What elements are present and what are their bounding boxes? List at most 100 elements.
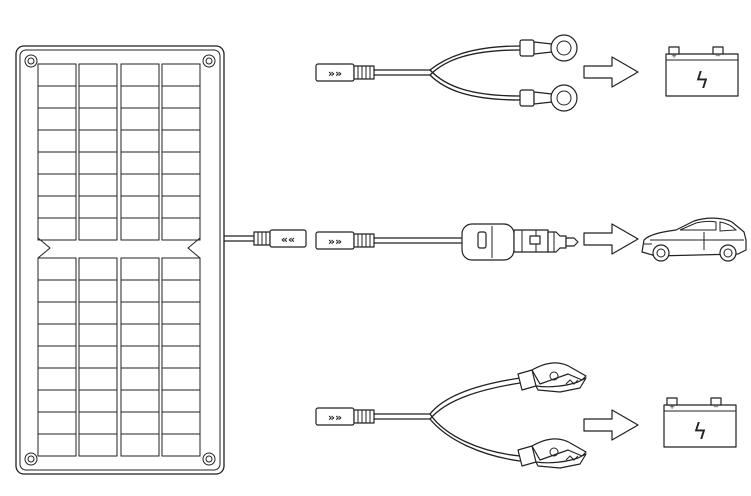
sae-connector-icon: »»	[315, 231, 375, 250]
battery-icon: + − ϟ	[665, 46, 739, 97]
solar-cell	[161, 257, 201, 281]
panel-outer-frame	[15, 45, 225, 475]
solar-cell	[120, 129, 160, 153]
panel-cell-grid	[37, 63, 201, 457]
svg-text:−: −	[715, 52, 721, 60]
connector-chevron-label: »»	[328, 411, 342, 424]
panel-output-cable: ««	[223, 229, 307, 248]
connector-chevron-label: »»	[328, 235, 342, 248]
solar-cell	[161, 367, 201, 391]
solar-cell	[120, 367, 160, 391]
ring-terminal-top	[519, 34, 578, 62]
solar-cell	[78, 389, 118, 413]
solar-cell	[78, 433, 118, 457]
solar-cell	[120, 151, 160, 175]
solar-cell	[37, 257, 77, 281]
solar-cell	[37, 389, 77, 413]
arrow-right-icon	[583, 409, 639, 441]
sae-connector-icon: »»	[315, 63, 375, 82]
solar-cell	[37, 345, 77, 369]
solar-cell	[78, 345, 118, 369]
solar-cell	[37, 129, 77, 153]
solar-cell	[37, 151, 77, 175]
solar-cell	[37, 323, 77, 347]
solar-cell	[37, 279, 77, 303]
solar-cell	[78, 411, 118, 435]
solar-cell	[78, 367, 118, 391]
solar-cell	[120, 389, 160, 413]
solar-cell	[161, 389, 201, 413]
solar-cell	[120, 257, 160, 281]
svg-text:+: +	[671, 52, 677, 60]
solar-cell	[120, 433, 160, 457]
solar-cell	[161, 195, 201, 219]
solar-cell	[120, 107, 160, 131]
plug-body	[461, 223, 579, 261]
solar-cell	[37, 173, 77, 197]
connector-chevron-label: »»	[328, 67, 342, 80]
solar-cell	[37, 217, 77, 241]
solar-cell	[78, 217, 118, 241]
battery-charge-symbol: ϟ	[693, 420, 708, 445]
solar-cell	[161, 63, 201, 87]
solar-cell	[120, 173, 160, 197]
alligator-clip-cable-icon: »»	[315, 362, 587, 469]
alligator-clip-top	[517, 362, 587, 393]
solar-cell	[37, 411, 77, 435]
solar-cell	[161, 345, 201, 369]
solar-cell	[78, 151, 118, 175]
solar-cell	[120, 323, 160, 347]
solar-cell	[37, 195, 77, 219]
solar-cell	[161, 107, 201, 131]
solar-cell	[120, 411, 160, 435]
solar-cell	[120, 195, 160, 219]
solar-cell	[37, 107, 77, 131]
arrow-right-icon	[583, 223, 639, 255]
panel-center-notch	[37, 237, 201, 259]
solar-cell	[78, 195, 118, 219]
solar-cell	[161, 301, 201, 325]
solar-cell	[37, 85, 77, 109]
solar-cell	[161, 217, 201, 241]
solar-cell	[37, 301, 77, 325]
solar-cell	[78, 63, 118, 87]
cigarette-lighter-plug-icon: »»	[315, 223, 579, 261]
solar-cell	[161, 85, 201, 109]
panel-corner-screws	[24, 54, 216, 466]
solar-cell	[161, 323, 201, 347]
car-icon	[641, 217, 747, 262]
solar-cell	[161, 129, 201, 153]
solar-cell	[78, 85, 118, 109]
solar-cell	[161, 279, 201, 303]
solar-cell	[78, 257, 118, 281]
solar-panel-icon	[15, 45, 225, 475]
battery-icon: + − ϟ	[663, 397, 737, 448]
solar-cell	[120, 63, 160, 87]
solar-cell	[161, 151, 201, 175]
solar-cell	[78, 301, 118, 325]
svg-text:−: −	[713, 403, 719, 411]
solar-cell	[120, 301, 160, 325]
ring-terminal-bottom	[519, 84, 578, 112]
solar-cell	[161, 173, 201, 197]
solar-cell	[120, 279, 160, 303]
solar-cell	[37, 433, 77, 457]
ring-terminal-cable-icon: »»	[315, 34, 578, 112]
sae-connector-icon: »»	[315, 407, 375, 426]
solar-cell	[78, 173, 118, 197]
panel-sae-connector-icon: ««	[253, 229, 307, 248]
solar-cell	[78, 129, 118, 153]
battery-charge-symbol: ϟ	[695, 69, 710, 94]
connector-chevron-label: ««	[281, 233, 295, 246]
solar-cell	[120, 217, 160, 241]
solar-cell	[161, 433, 201, 457]
solar-cell	[37, 63, 77, 87]
solar-cell	[120, 345, 160, 369]
svg-text:+: +	[669, 403, 675, 411]
arrow-right-icon	[583, 56, 639, 88]
solar-cell	[120, 85, 160, 109]
solar-cell	[78, 323, 118, 347]
solar-cell	[78, 279, 118, 303]
